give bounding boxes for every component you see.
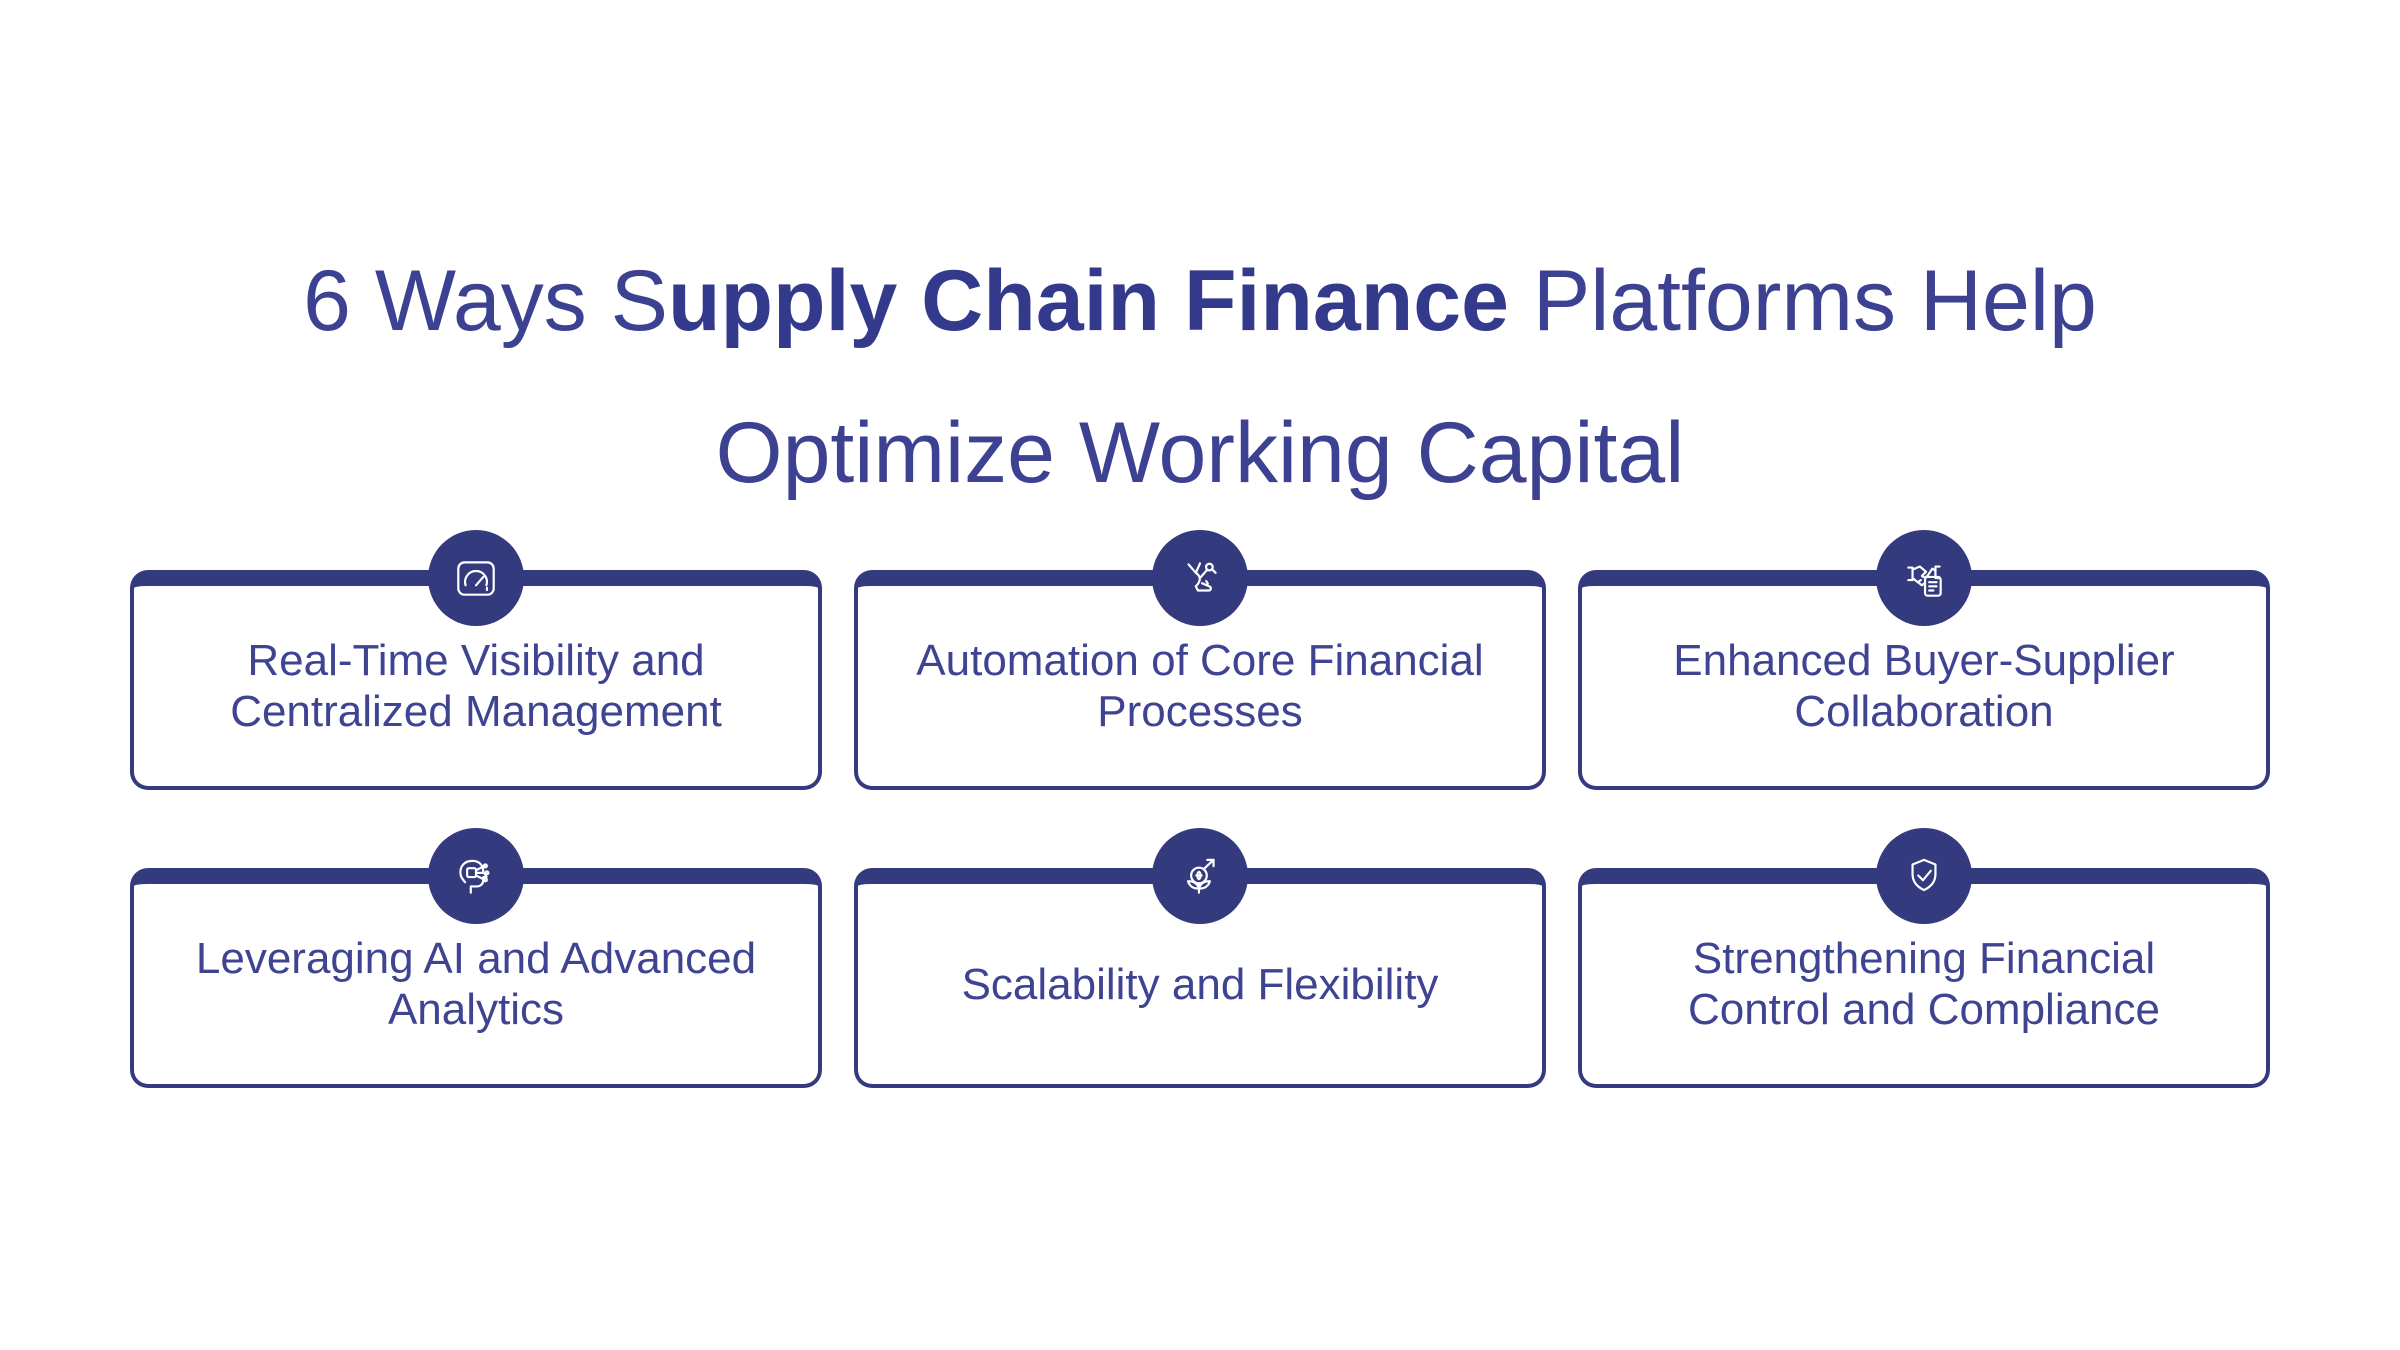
card-title: Real-Time Visibility and Centralized Man… <box>230 636 722 736</box>
card-title: Automation of Core Financial Processes <box>916 636 1484 736</box>
handshake-document-icon <box>1899 553 1949 603</box>
card-title: Strengthening Financial Control and Comp… <box>1687 934 2161 1034</box>
growth-plant-icon <box>1175 851 1225 901</box>
title-part-bold: upply Chain Finance <box>667 253 1509 349</box>
ai-head-icon <box>451 851 501 901</box>
card-icon-badge <box>1876 530 1972 626</box>
card-icon-badge <box>1876 828 1972 924</box>
card-title: Enhanced Buyer-Supplier Collaboration <box>1673 636 2175 736</box>
card-buyer-supplier-collaboration: Enhanced Buyer-Supplier Collaboration <box>1578 530 2270 790</box>
card-icon-badge <box>1152 530 1248 626</box>
speedometer-icon <box>451 553 501 603</box>
shield-check-icon <box>1899 851 1949 901</box>
card-ai-analytics: Leveraging AI and Advanced Analytics <box>130 828 822 1088</box>
page-title: 6 Ways Supply Chain Finance Platforms He… <box>0 225 2400 529</box>
card-title: Leveraging AI and Advanced Analytics <box>195 934 757 1034</box>
card-title: Scalability and Flexibility <box>961 959 1439 1009</box>
card-financial-control: Strengthening Financial Control and Comp… <box>1578 828 2270 1088</box>
robotic-arm-icon <box>1175 553 1225 603</box>
title-line-1: 6 Ways Supply Chain Finance Platforms He… <box>0 225 2400 377</box>
card-icon-badge <box>428 828 524 924</box>
title-part-3: Platforms Help <box>1508 253 2097 349</box>
card-real-time-visibility: Real-Time Visibility and Centralized Man… <box>130 530 822 790</box>
title-part-1: 6 Ways S <box>303 253 668 349</box>
card-scalability: Scalability and Flexibility <box>854 828 1546 1088</box>
card-icon-badge <box>1152 828 1248 924</box>
card-automation: Automation of Core Financial Processes <box>854 530 1546 790</box>
card-icon-badge <box>428 530 524 626</box>
title-line-2: Optimize Working Capital <box>715 405 1685 501</box>
